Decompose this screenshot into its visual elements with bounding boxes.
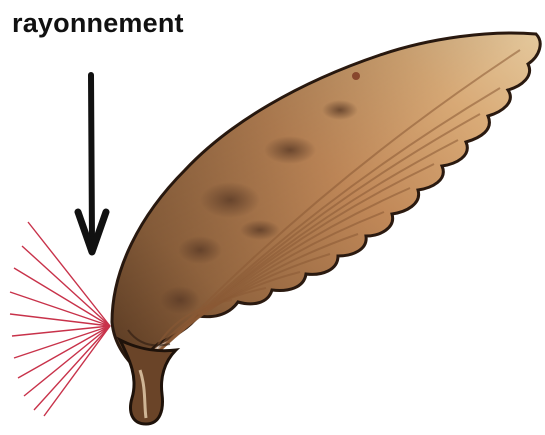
- scallop-shell: [112, 33, 540, 424]
- radiation-ray: [10, 292, 110, 326]
- radiation-ray: [10, 314, 110, 326]
- shell-hinge: [120, 340, 176, 424]
- radiation-ray: [22, 246, 110, 326]
- radiation-label: rayonnement: [12, 10, 184, 37]
- radiation-ray: [14, 268, 110, 326]
- downward-arrow: [78, 75, 106, 252]
